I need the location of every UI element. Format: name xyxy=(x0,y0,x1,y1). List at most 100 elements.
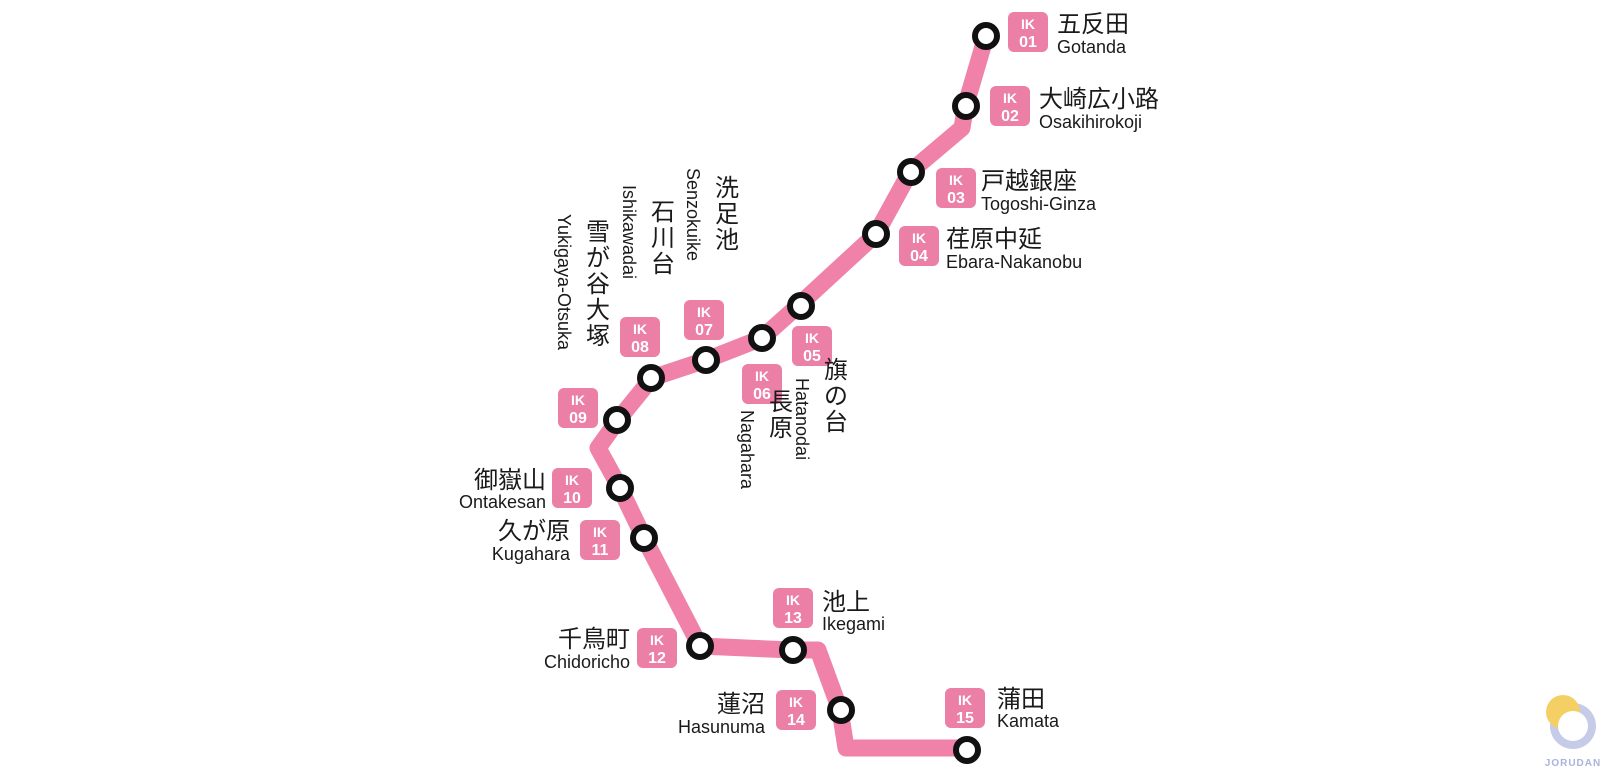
badge-number: 04 xyxy=(910,248,928,265)
station-name-en[interactable]: Senzokuike xyxy=(683,168,703,261)
station-code-badge: IK 10 xyxy=(552,468,592,508)
station-marker[interactable] xyxy=(603,406,631,434)
badge-number: 11 xyxy=(592,542,609,559)
station-name-en[interactable]: Ikegami xyxy=(822,614,885,634)
station-name-en[interactable]: Nagahara xyxy=(737,410,757,490)
station-name-ja[interactable]: 池上 xyxy=(822,588,870,616)
station-name-en[interactable]: Ishikawadai xyxy=(619,185,639,279)
station-code-badge: IK 09 xyxy=(558,388,598,428)
station-marker[interactable] xyxy=(862,220,890,248)
station-name-ja[interactable]: 久が原 xyxy=(498,517,570,545)
badge-number: 07 xyxy=(695,322,713,339)
badge-background xyxy=(1008,12,1048,52)
station-name-en[interactable]: Gotanda xyxy=(1057,37,1127,57)
station-code-badge: IK 15 xyxy=(945,688,985,728)
station-marker[interactable] xyxy=(827,696,855,724)
badge-background xyxy=(899,226,939,266)
station-name-ja[interactable]: 雪が谷大塚 xyxy=(586,218,610,350)
badge-prefix: IK xyxy=(650,632,664,648)
station-name-ja[interactable]: 戸越銀座 xyxy=(981,167,1077,195)
badge-background xyxy=(552,468,592,508)
station-marker[interactable] xyxy=(897,158,925,186)
badge-number: 15 xyxy=(956,710,974,727)
badge-prefix: IK xyxy=(697,304,711,320)
badge-number: 01 xyxy=(1019,34,1037,51)
station-name-en[interactable]: Kamata xyxy=(997,711,1060,731)
station-name-en[interactable]: Hasunuma xyxy=(678,717,766,737)
station-name-ja[interactable]: 旗の台 xyxy=(824,356,848,436)
station-marker[interactable] xyxy=(972,22,1000,50)
station-name-ja[interactable]: 荏原中延 xyxy=(946,225,1042,253)
station-name-en[interactable]: Osakihirokoji xyxy=(1039,112,1142,132)
station-marker[interactable] xyxy=(952,92,980,120)
badge-prefix: IK xyxy=(633,321,647,337)
station-name-ja[interactable]: 蓮沼 xyxy=(717,690,765,718)
station-code-badge: IK 01 xyxy=(1008,12,1048,52)
station-marker[interactable] xyxy=(637,364,665,392)
badge-number: 13 xyxy=(784,610,802,627)
station-name-ja[interactable]: 五反田 xyxy=(1057,10,1129,38)
badge-background xyxy=(558,388,598,428)
station-name-en[interactable]: Ontakesan xyxy=(459,492,546,512)
station-name-ja[interactable]: 御嶽山 xyxy=(474,466,546,494)
badge-background xyxy=(684,300,724,340)
moon-logo-icon xyxy=(1546,695,1596,749)
badge-prefix: IK xyxy=(949,172,963,188)
badge-background xyxy=(620,317,660,357)
badge-number: 10 xyxy=(563,490,581,507)
badge-prefix: IK xyxy=(1021,16,1035,32)
badge-number: 09 xyxy=(569,410,587,427)
station-name-ja[interactable]: 蒲田 xyxy=(997,685,1045,713)
badge-prefix: IK xyxy=(912,230,926,246)
station-marker[interactable] xyxy=(953,736,981,764)
badge-prefix: IK xyxy=(571,392,585,408)
station-marker[interactable] xyxy=(779,636,807,664)
badge-prefix: IK xyxy=(1003,90,1017,106)
badge-number: 14 xyxy=(787,712,805,729)
station-name-en[interactable]: Hatanodai xyxy=(792,378,812,460)
station-marker[interactable] xyxy=(692,346,720,374)
station-marker[interactable] xyxy=(748,324,776,352)
station-name-en[interactable]: Kugahara xyxy=(492,544,571,564)
station-name-en[interactable]: Togoshi-Ginza xyxy=(981,194,1097,214)
badge-prefix: IK xyxy=(958,692,972,708)
station-marker[interactable] xyxy=(606,474,634,502)
station-name-en[interactable]: Ebara-Nakanobu xyxy=(946,252,1082,272)
station-marker[interactable] xyxy=(787,292,815,320)
badge-number: 02 xyxy=(1001,108,1019,125)
station-name-ja[interactable]: 洗足池 xyxy=(715,174,739,254)
badge-number: 06 xyxy=(753,386,771,403)
station-name-ja[interactable]: 大崎広小路 xyxy=(1039,85,1159,113)
station-ik09[interactable]: IK 09 雪が谷大塚 Yukigaya-Otsuka xyxy=(554,214,631,434)
badge-background xyxy=(637,628,677,668)
station-marker[interactable] xyxy=(686,632,714,660)
badge-background xyxy=(580,520,620,560)
station-name-en[interactable]: Chidoricho xyxy=(544,652,630,672)
logo-text: JORUDAN xyxy=(1545,758,1601,769)
station-name-ja[interactable]: 千鳥町 xyxy=(558,625,630,653)
badge-prefix: IK xyxy=(565,472,579,488)
station-ik07[interactable]: IK 07 洗足池 Senzokuike xyxy=(683,168,739,374)
badge-background xyxy=(773,588,813,628)
station-name-ja[interactable]: 石川台 xyxy=(651,198,675,278)
station-name-ja[interactable]: 長原 xyxy=(769,388,793,442)
badge-prefix: IK xyxy=(593,524,607,540)
station-marker[interactable] xyxy=(630,524,658,552)
station-name-en[interactable]: Yukigaya-Otsuka xyxy=(554,214,574,351)
